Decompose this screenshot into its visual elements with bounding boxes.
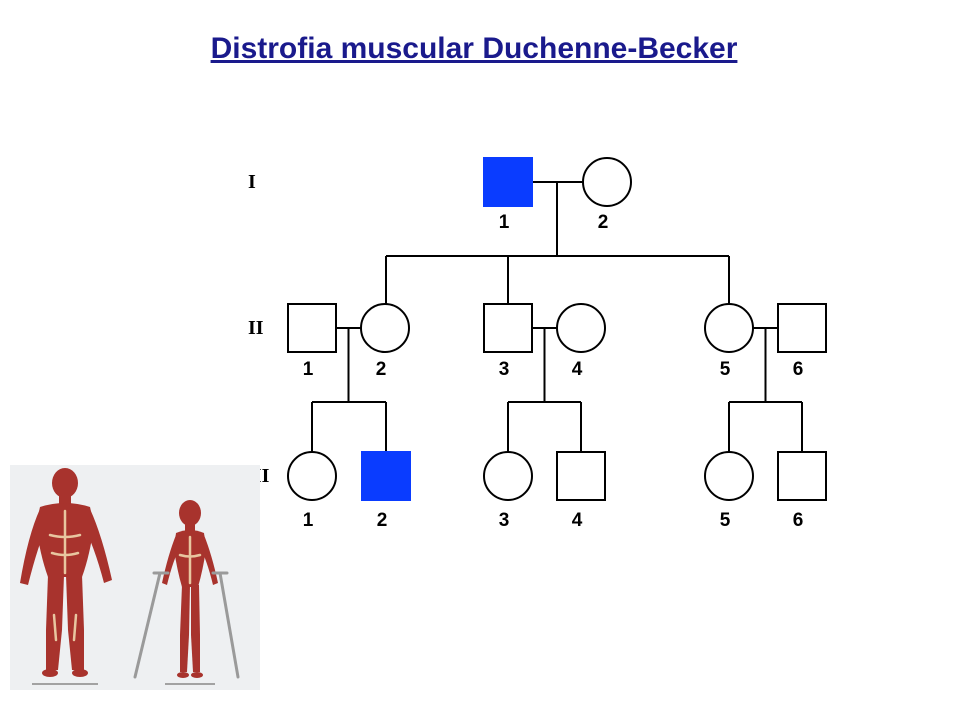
individual-number-III-1: 1 <box>303 510 314 531</box>
individual-number-III-2: 2 <box>377 510 388 531</box>
individual-I-1-square <box>483 157 533 207</box>
individual-III-5-circle <box>704 451 754 501</box>
individual-number-II-1: 1 <box>303 359 314 380</box>
individual-III-4-square <box>556 451 606 501</box>
individual-number-I-2: 2 <box>598 212 609 233</box>
generation-labels: IIIIII <box>246 171 270 487</box>
individual-II-2-circle <box>360 303 410 353</box>
individual-number-II-2: 2 <box>376 359 387 380</box>
muscle-anatomy-illustration <box>10 465 260 690</box>
individual-number-III-5: 5 <box>720 510 731 531</box>
pedigree-symbols <box>287 157 827 501</box>
individual-II-3-square <box>483 303 533 353</box>
generation-label-I: I <box>248 171 256 193</box>
individual-number-II-4: 4 <box>572 359 583 380</box>
individual-II-1-square <box>287 303 337 353</box>
healthy-musculature-figure <box>20 468 112 677</box>
pedigree-lines <box>311 181 803 452</box>
individual-III-6-square <box>777 451 827 501</box>
slide-title: Distrofia muscular Duchenne-Becker <box>210 32 738 65</box>
muscular-dystrophy-figure <box>133 500 240 679</box>
individual-I-2-circle <box>582 157 632 207</box>
individual-III-2-square <box>361 451 411 501</box>
individual-number-III-4: 4 <box>572 510 583 531</box>
generation-label-II: II <box>248 317 264 339</box>
individual-numbers: 1 2 1 2 3 4 5 6 1 2 3 4 5 6 <box>303 212 804 531</box>
individual-II-6-square <box>777 303 827 353</box>
individual-number-III-6: 6 <box>793 510 804 531</box>
individual-number-II-6: 6 <box>793 359 804 380</box>
individual-III-3-circle <box>483 451 533 501</box>
individual-III-1-circle <box>287 451 337 501</box>
individual-number-III-3: 3 <box>499 510 510 531</box>
individual-number-II-5: 5 <box>720 359 731 380</box>
individual-number-II-3: 3 <box>499 359 510 380</box>
individual-number-I-1: 1 <box>499 212 510 233</box>
individual-II-5-circle <box>704 303 754 353</box>
individual-II-4-circle <box>556 303 606 353</box>
